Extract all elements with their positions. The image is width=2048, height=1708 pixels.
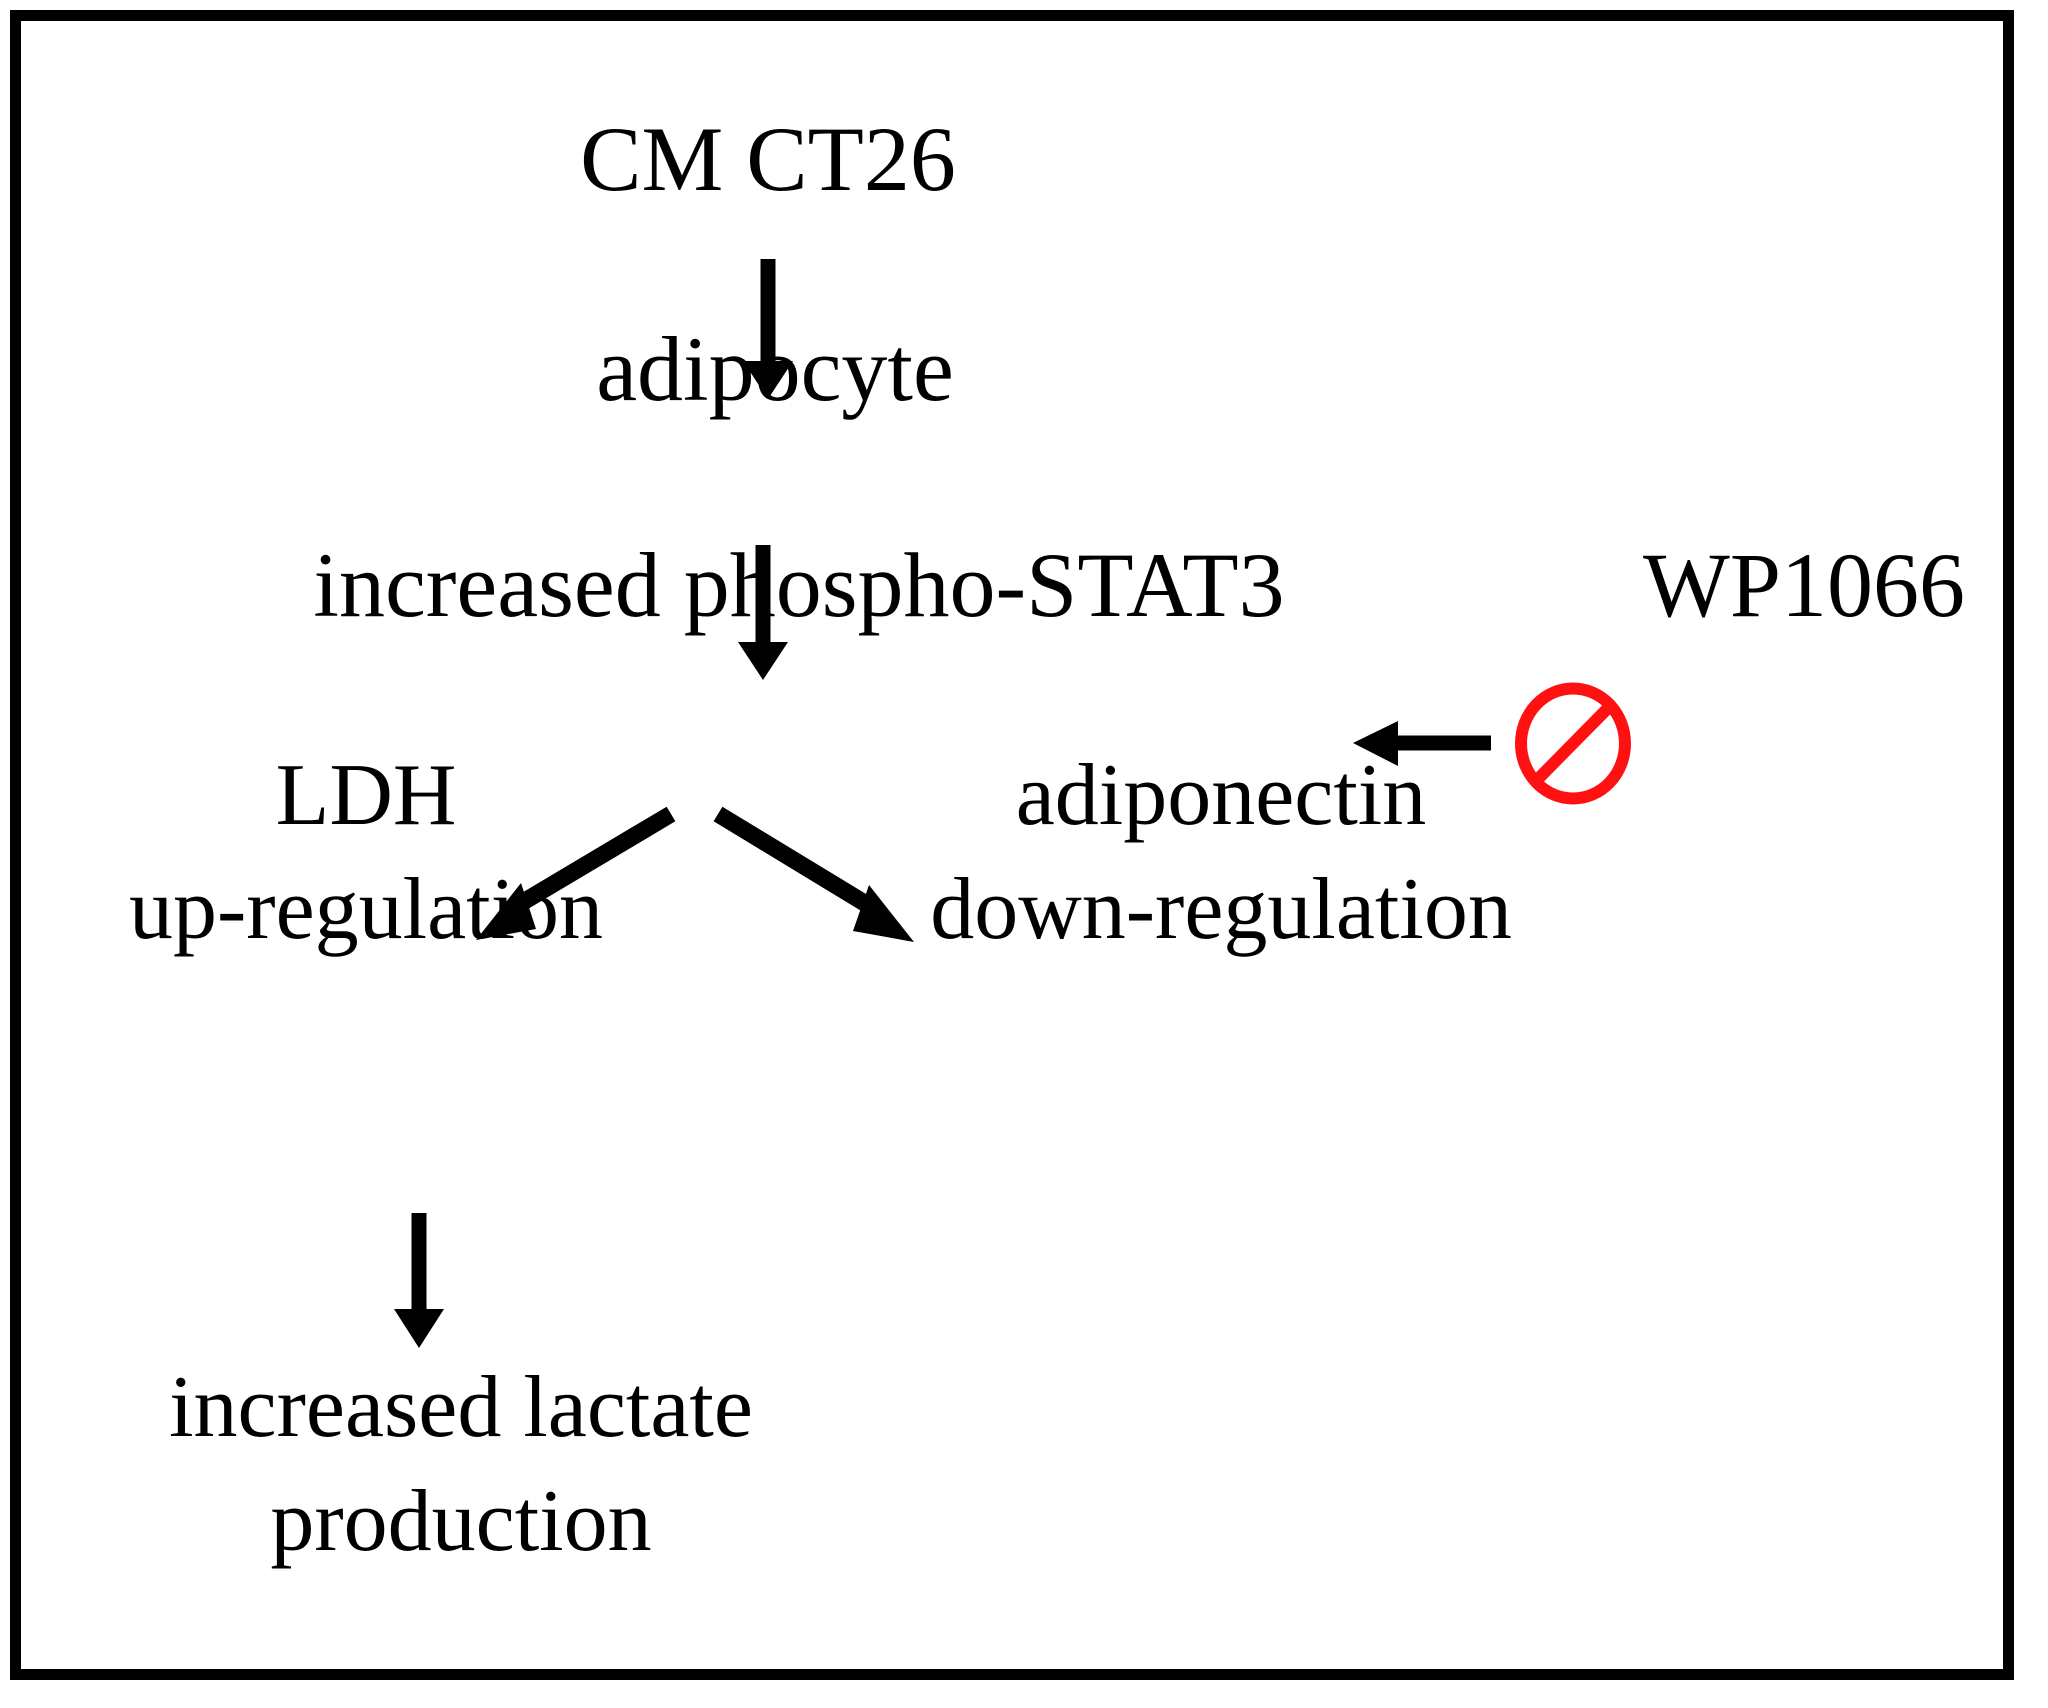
node-adiponectin-line2: down-regulation — [930, 861, 1512, 959]
arrow-phospho-stat3-to-adiponectin — [713, 806, 914, 942]
node-ldh-line2: up-regulation — [128, 861, 604, 959]
node-adiponectin-line1: adiponectin — [1015, 747, 1427, 844]
node-ldh-line1: LDH — [275, 747, 457, 844]
node-adiponectin-down-regulation: adiponectin down-regulation — [930, 739, 1512, 968]
node-ldh-up-regulation: LDH up-regulation — [129, 739, 603, 968]
node-lactate-line1: increased lactate — [169, 1359, 753, 1456]
node-wp1066: WP1066 — [1643, 534, 1965, 636]
node-lactate-line2: production — [270, 1473, 652, 1571]
node-adipocyte: adipocyte — [596, 318, 954, 420]
diagram-frame: CM CT26 adipocyte increased phospho-STAT… — [10, 10, 2014, 1680]
node-phospho-stat3: increased phospho-STAT3 — [313, 534, 1285, 636]
node-cm-ct26: CM CT26 — [580, 108, 956, 210]
node-increased-lactate-production: increased lactate production — [169, 1351, 753, 1580]
prohibition-icon — [1508, 676, 1638, 811]
arrow-ldh-to-lactate — [394, 1213, 444, 1348]
